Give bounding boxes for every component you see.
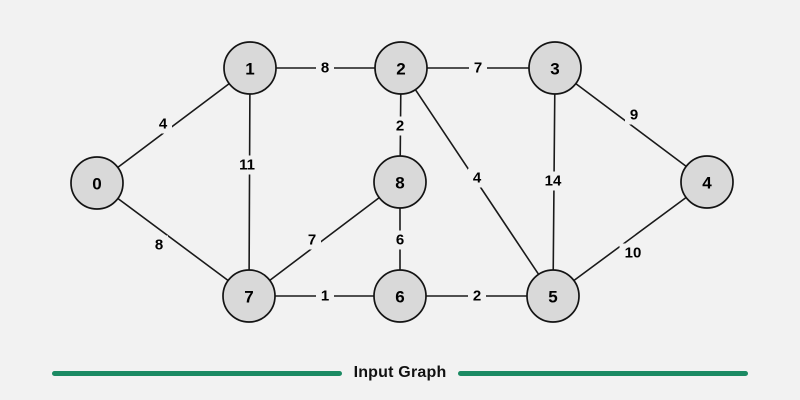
node-label-2: 2 (396, 60, 405, 79)
edge-label-backdrop (391, 230, 409, 250)
node-circle-2[interactable] (374, 41, 428, 95)
edge-label-backdrop (619, 243, 647, 263)
nodes-layer: 0 1 2 3 4 5 6 7 8 (70, 41, 734, 323)
edge-weight-6-7: 1 (321, 288, 329, 305)
edge-0-1 (116, 82, 231, 169)
edge-4-5 (573, 196, 687, 282)
edge-3-4 (574, 82, 688, 168)
edge-weight-7-8: 7 (308, 232, 316, 249)
graph-node-8[interactable]: 8 (373, 155, 427, 209)
graph-node-4[interactable]: 4 (680, 155, 734, 209)
node-label-1: 1 (245, 60, 254, 79)
edge-weight-4-5: 10 (625, 245, 642, 262)
graph-node-1[interactable]: 1 (223, 41, 277, 95)
edge-weight-6-8: 6 (396, 232, 404, 249)
edge-weight-0-1: 4 (159, 116, 168, 133)
edge-0-7 (117, 197, 229, 282)
caption-label: Input Graph (353, 364, 447, 381)
graph-node-0[interactable]: 0 (70, 156, 124, 210)
edge-label-backdrop (316, 58, 334, 78)
caption-rule-left (51, 370, 342, 376)
caption-rule-right (458, 370, 749, 376)
node-circle-1[interactable] (223, 41, 277, 95)
edge-label-backdrop (391, 116, 409, 136)
edge-weight-1-7: 11 (239, 157, 255, 174)
edge-label-backdrop (316, 286, 334, 306)
edge-label-backdrop (303, 230, 321, 250)
node-circle-4[interactable] (680, 155, 734, 209)
graph-node-6[interactable]: 6 (373, 269, 427, 323)
caption-bar: Input Graph (0, 360, 800, 386)
edge-weight-0-7: 8 (155, 237, 163, 254)
edge-1-7 (248, 93, 251, 271)
node-label-0: 0 (92, 175, 101, 194)
edge-weight-3-4: 9 (630, 107, 638, 124)
graph-node-2[interactable]: 2 (374, 41, 428, 95)
edge-label-backdrop (468, 286, 486, 306)
node-label-5: 5 (548, 288, 557, 307)
node-label-4: 4 (702, 174, 712, 193)
node-label-7: 7 (244, 288, 253, 307)
edge-weight-2-8: 2 (396, 118, 404, 135)
edge-label-backdrop (154, 114, 172, 134)
edge-weight-2-3: 7 (474, 60, 482, 77)
graph-node-7[interactable]: 7 (222, 269, 276, 323)
edge-7-8 (268, 196, 381, 282)
edge-label-backdrop (150, 235, 168, 255)
edge-weight-1-2: 8 (321, 60, 329, 77)
node-label-6: 6 (395, 288, 404, 307)
node-circle-7[interactable] (222, 269, 276, 323)
node-circle-6[interactable] (373, 269, 427, 323)
node-label-3: 3 (550, 60, 559, 79)
edge-label-backdrop (468, 168, 486, 188)
edge-label-backdrop (469, 58, 487, 78)
edge-weight-2-5: 4 (473, 170, 482, 187)
node-circle-5[interactable] (526, 269, 580, 323)
edge-labels-layer: 4 8 8 11 7 2 4 9 14 10 2 1 6 7 (150, 58, 647, 306)
node-label-8: 8 (395, 174, 404, 193)
edge-label-backdrop (539, 171, 567, 191)
edge-label-backdrop (233, 155, 261, 175)
node-circle-3[interactable] (528, 41, 582, 95)
graph-node-3[interactable]: 3 (528, 41, 582, 95)
edge-weight-5-6: 2 (473, 288, 481, 305)
node-circle-0[interactable] (70, 156, 124, 210)
graph-node-5[interactable]: 5 (526, 269, 580, 323)
edge-weight-3-5: 14 (545, 173, 562, 190)
edge-label-backdrop (625, 105, 643, 125)
node-circle-8[interactable] (373, 155, 427, 209)
